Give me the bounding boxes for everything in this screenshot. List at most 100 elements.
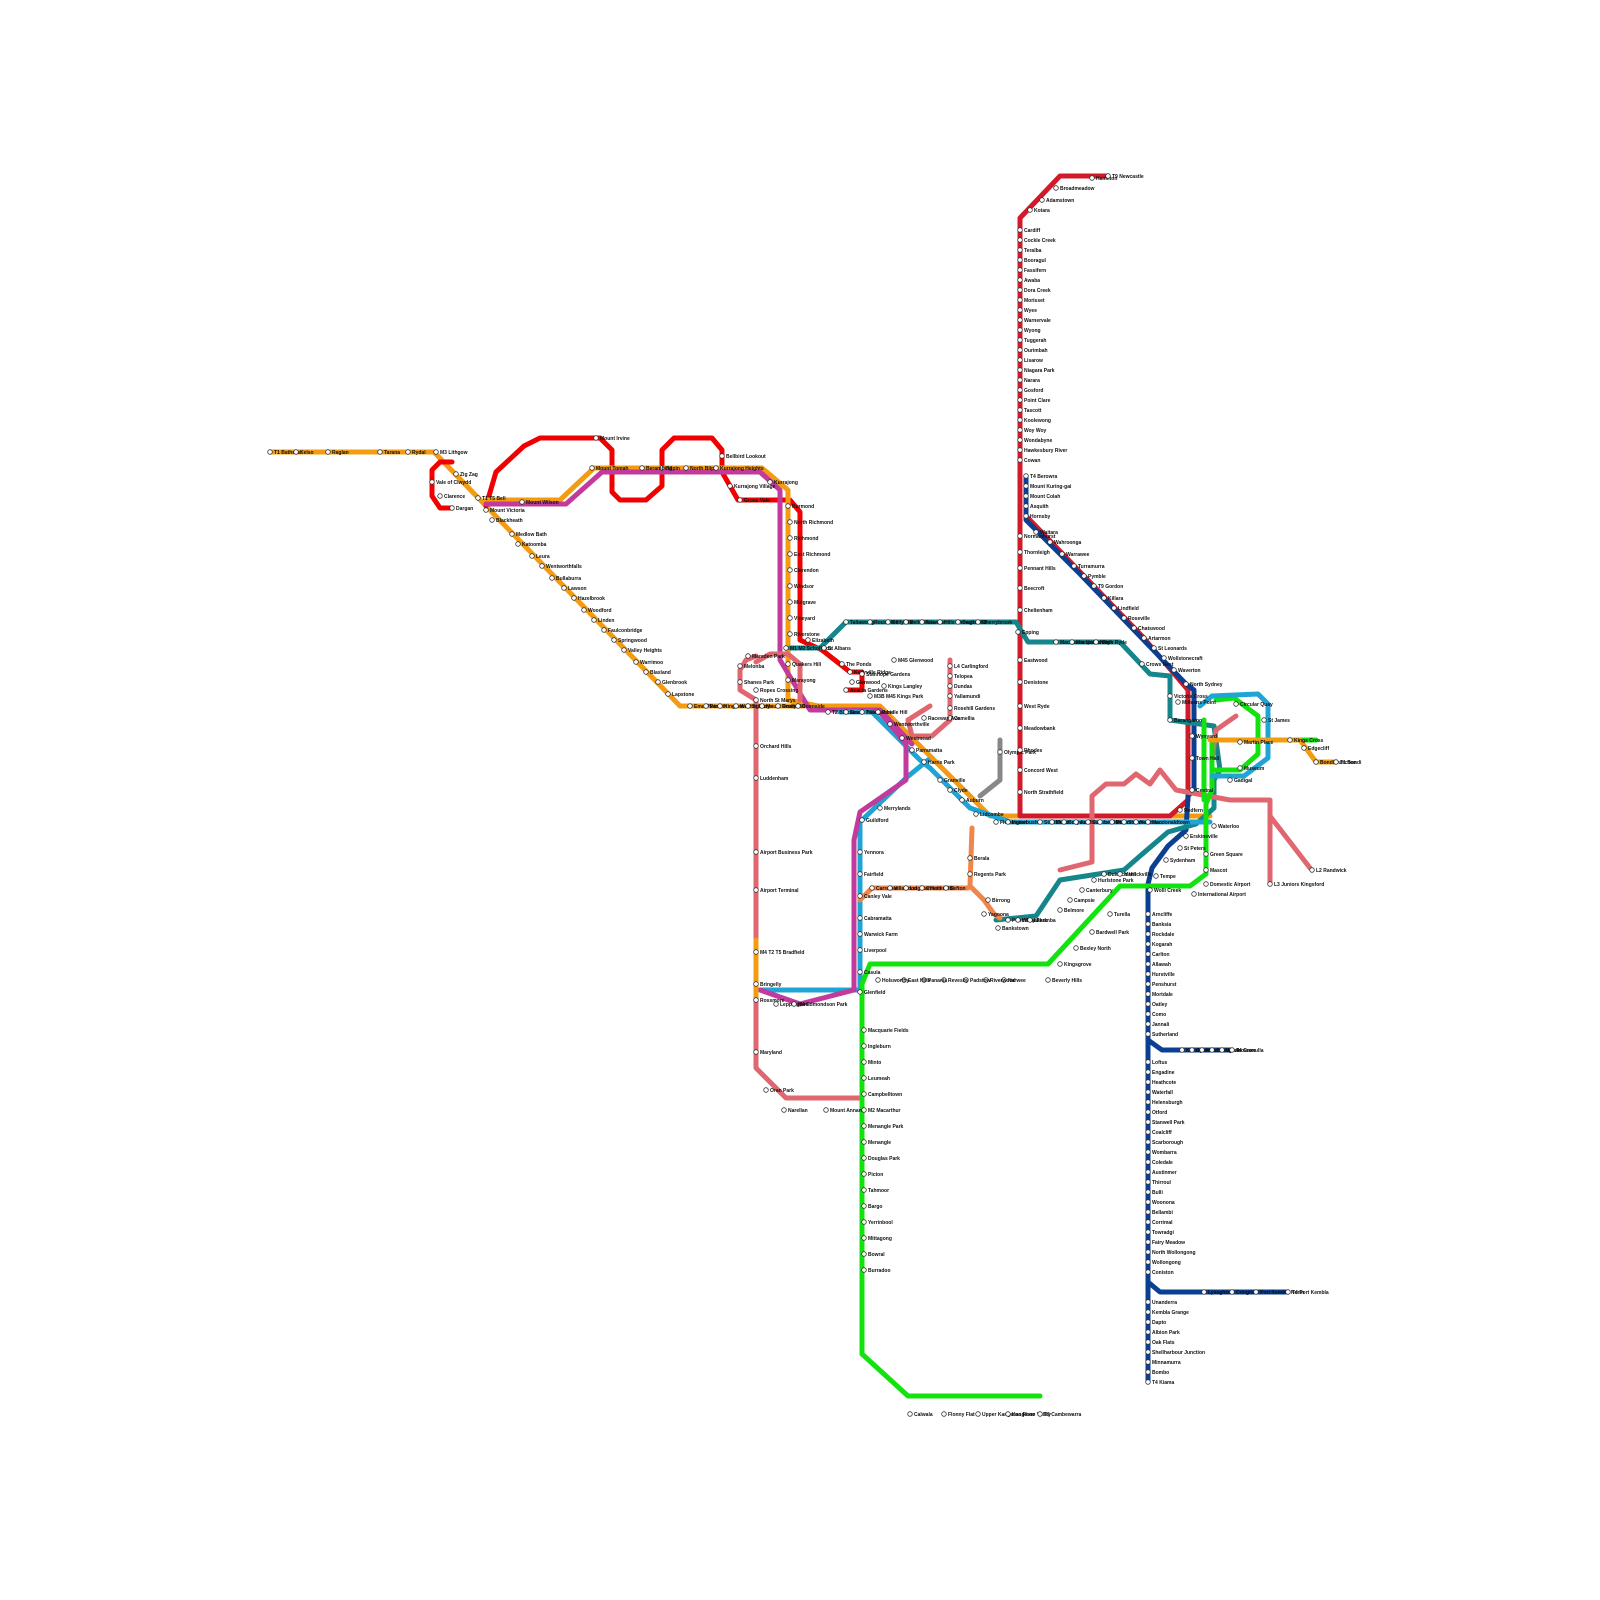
station-bringelly[interactable]: Bringelly bbox=[753, 981, 782, 988]
station-rossmore[interactable]: Rossmore bbox=[753, 997, 785, 1004]
station-teralba[interactable]: Teralba bbox=[1017, 247, 1042, 254]
station-fassifern[interactable]: Fassifern bbox=[1017, 267, 1047, 274]
station-asquith[interactable]: Asquith bbox=[1023, 503, 1049, 510]
station-thirroul[interactable]: Thirroul bbox=[1145, 1179, 1172, 1186]
station-dapto[interactable]: Dapto bbox=[1145, 1319, 1166, 1326]
station-rydal[interactable]: Rydal bbox=[405, 449, 427, 456]
station-st-leonards[interactable]: St Leonards bbox=[1151, 645, 1187, 652]
station-redfern[interactable]: Redfern bbox=[1177, 807, 1203, 814]
station-north-strathfield[interactable]: North Strathfield bbox=[1017, 789, 1064, 796]
station-banksia[interactable]: Banksia bbox=[1145, 921, 1172, 928]
station-scarborough[interactable]: Scarborough bbox=[1145, 1139, 1183, 1146]
station-menangle-park[interactable]: Menangle Park bbox=[861, 1123, 904, 1130]
station-springwood[interactable]: Springwood bbox=[611, 637, 647, 644]
station-north-richmond[interactable]: North Richmond bbox=[787, 519, 833, 526]
station-airport-business-park[interactable]: Airport Business Park bbox=[753, 849, 813, 856]
station-millsons-point[interactable]: Millsons Point bbox=[1175, 699, 1217, 706]
station-fairy-meadow[interactable]: Fairy Meadow bbox=[1145, 1239, 1185, 1246]
station-roseville[interactable]: Roseville bbox=[1121, 615, 1150, 622]
station-mount-tomah[interactable]: Mount Tomah bbox=[589, 465, 629, 472]
station-westmead[interactable]: Westmead bbox=[899, 735, 931, 742]
station-granville[interactable]: Granville bbox=[937, 777, 966, 784]
station-raceway-ave[interactable]: Raceway Ave bbox=[921, 715, 960, 722]
station-cockle-creek[interactable]: Cockle Creek bbox=[1017, 237, 1056, 244]
station-leumeah[interactable]: Leumeah bbox=[861, 1075, 890, 1082]
station-hurlstone-park[interactable]: Hurlstone Park bbox=[1091, 877, 1134, 884]
station-l4-carlingford[interactable]: L4 Carlingford bbox=[947, 663, 988, 670]
station-homebush[interactable]: Homebush bbox=[1005, 819, 1038, 826]
station-como[interactable]: Como bbox=[1145, 1011, 1166, 1018]
station-killara[interactable]: Killara bbox=[1101, 595, 1124, 602]
station-tarana[interactable]: Tarana bbox=[377, 449, 401, 456]
station-marsden-park[interactable]: Marsden Park bbox=[745, 653, 785, 660]
station-coalcliff[interactable]: Coalcliff bbox=[1145, 1129, 1172, 1136]
station-campbelltown[interactable]: Campbelltown bbox=[861, 1091, 902, 1098]
station-thornleigh[interactable]: Thornleigh bbox=[1017, 549, 1050, 556]
station-norwest[interactable]: Norwest bbox=[919, 619, 946, 626]
station-st-james[interactable]: St James bbox=[1261, 717, 1290, 724]
station-menangle[interactable]: Menangle bbox=[861, 1139, 892, 1146]
station-kangaroo-valley[interactable]: Kangaroo Valley bbox=[1005, 1411, 1051, 1418]
station-cabramatta[interactable]: Cabramatta bbox=[857, 915, 892, 922]
station-clarence[interactable]: Clarence bbox=[437, 493, 466, 500]
station-lapstone[interactable]: Lapstone bbox=[665, 691, 695, 698]
station-bilpin[interactable]: Bilpin bbox=[659, 465, 680, 472]
station-yerrinbool[interactable]: Yerrinbool bbox=[861, 1219, 894, 1226]
station-wynyard[interactable]: Wynyard bbox=[1189, 733, 1217, 740]
station-burradoo[interactable]: Burradoo bbox=[861, 1267, 891, 1274]
station-pennant-hills[interactable]: Pennant Hills bbox=[1017, 565, 1056, 572]
station-m4-t2-t5-bradfield[interactable]: M4 T2 T5 Bradfield bbox=[753, 949, 805, 956]
station-coniston[interactable]: Coniston bbox=[1145, 1269, 1174, 1276]
station-linden[interactable]: Linden bbox=[591, 617, 615, 624]
station-mount-annan[interactable]: Mount Annan bbox=[823, 1107, 862, 1114]
station-waitara[interactable]: Waitara bbox=[1033, 529, 1058, 536]
station-picton[interactable]: Picton bbox=[861, 1171, 884, 1178]
station-chatswood[interactable]: Chatswood bbox=[1131, 625, 1165, 632]
station-birrong[interactable]: Birrong bbox=[985, 897, 1010, 904]
station-werrington[interactable]: Werrington bbox=[733, 703, 767, 710]
station-regents-park[interactable]: Regents Park bbox=[967, 871, 1006, 878]
station-wondabyne[interactable]: Wondabyne bbox=[1017, 437, 1053, 444]
station-hills-showground[interactable]: Hills Showground bbox=[937, 619, 987, 626]
station-ingleburn[interactable]: Ingleburn bbox=[861, 1043, 891, 1050]
station-t4-port-kembla[interactable]: T4 Port Kembla bbox=[1285, 1289, 1329, 1296]
station-bardwell-park[interactable]: Bardwell Park bbox=[1089, 929, 1130, 936]
station-melonba[interactable]: Melonba bbox=[737, 663, 765, 670]
station-awaba[interactable]: Awaba bbox=[1017, 277, 1041, 284]
station-mascot[interactable]: Mascot bbox=[1203, 867, 1228, 874]
station-international-airport[interactable]: International Airport bbox=[1191, 891, 1247, 898]
station-broadmeadow[interactable]: Broadmeadow bbox=[1053, 185, 1095, 192]
station-rosehill-gardens[interactable]: Rosehill Gardens bbox=[947, 705, 996, 712]
station-penshurst[interactable]: Penshurst bbox=[1145, 981, 1177, 988]
station-kelso[interactable]: Kelso bbox=[293, 449, 314, 456]
station-flemington[interactable]: Flemington bbox=[993, 819, 1027, 826]
station-petersham[interactable]: Petersham bbox=[1109, 819, 1142, 826]
station-maryland[interactable]: Maryland bbox=[753, 1049, 782, 1056]
station-leightonfield[interactable]: Leightonfield bbox=[903, 885, 942, 892]
station-tuggerah[interactable]: Tuggerah bbox=[1017, 337, 1047, 344]
station-punchbowl[interactable]: Punchbowl bbox=[1005, 917, 1040, 924]
station-bowral[interactable]: Bowral bbox=[861, 1251, 886, 1258]
station-waterfall[interactable]: Waterfall bbox=[1145, 1089, 1174, 1096]
station-campsie[interactable]: Campsie bbox=[1067, 897, 1095, 904]
station-medlow-bath[interactable]: Medlow Bath bbox=[509, 531, 547, 538]
station-marrickville[interactable]: Marrickville bbox=[1117, 871, 1152, 878]
station-crows-nest[interactable]: Crows Nest bbox=[1139, 661, 1174, 668]
station-valley-heights[interactable]: Valley Heights bbox=[621, 647, 662, 654]
station-adamstown[interactable]: Adamstown bbox=[1039, 197, 1075, 204]
station-stanhope-gardens[interactable]: Stanhope Gardens bbox=[859, 671, 911, 678]
station-t9-cambewarra[interactable]: T9 Cambewarra bbox=[1037, 1411, 1082, 1418]
station-douglas-park[interactable]: Douglas Park bbox=[861, 1155, 900, 1162]
station-erskineville[interactable]: Erskineville bbox=[1183, 833, 1218, 840]
station-engadine[interactable]: Engadine bbox=[1145, 1069, 1175, 1076]
station-liverpool[interactable]: Liverpool bbox=[857, 947, 887, 954]
station-kingsgrove[interactable]: Kingsgrove bbox=[1057, 961, 1092, 968]
station-wiley-park[interactable]: Wiley Park bbox=[1015, 917, 1048, 924]
station-austinmer[interactable]: Austinmer bbox=[1145, 1169, 1177, 1176]
station-niagara-park[interactable]: Niagara Park bbox=[1017, 367, 1055, 374]
station-t9-newcastle[interactable]: T9 Newcastle bbox=[1105, 173, 1144, 180]
station-narwee[interactable]: Narwee bbox=[1001, 977, 1026, 984]
station-normanhurst[interactable]: Normanhurst bbox=[1017, 533, 1056, 540]
station-marayong[interactable]: Marayong bbox=[785, 677, 816, 684]
station-north-st-marys[interactable]: North St Marys bbox=[753, 697, 796, 704]
